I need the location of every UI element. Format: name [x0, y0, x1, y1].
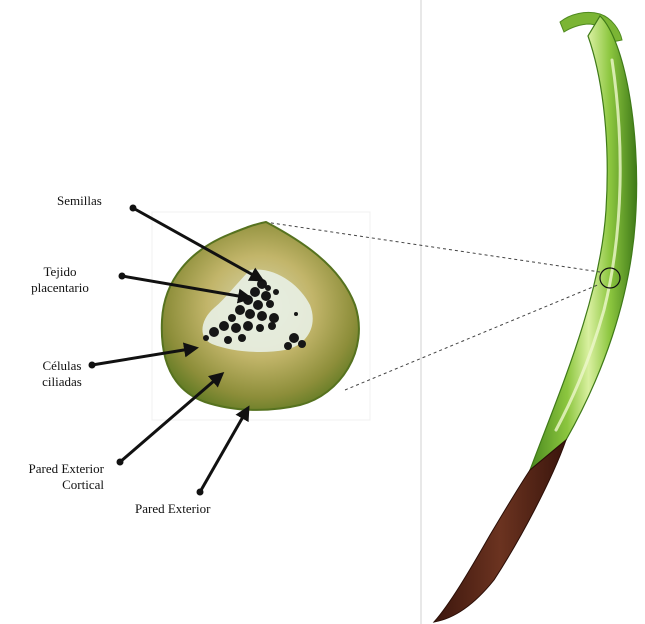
label-pared-exterior: Pared Exterior [135, 501, 210, 517]
pared-exterior-arrow [200, 408, 248, 492]
label-pared-exterior-cortical: Pared Exterior Cortical [10, 461, 104, 493]
label-semillas: Semillas [57, 193, 102, 209]
pod-illustration [434, 12, 637, 622]
zoom-line-bottom [345, 284, 600, 390]
label-pared-cortical-line1: Pared Exterior [10, 461, 104, 477]
cross-section [162, 222, 359, 410]
pared-cortical-arrow [120, 374, 222, 462]
label-celulas-ciliadas: Células ciliadas [36, 358, 88, 390]
label-celulas-line1: Células [36, 358, 88, 374]
label-tejido-placentario: Tejido placentario [14, 264, 106, 296]
label-tejido-line2: placentario [14, 280, 106, 296]
label-tejido-line1: Tejido [14, 264, 106, 280]
label-pared-cortical-line2: Cortical [10, 477, 104, 493]
label-celulas-line2: ciliadas [36, 374, 88, 390]
